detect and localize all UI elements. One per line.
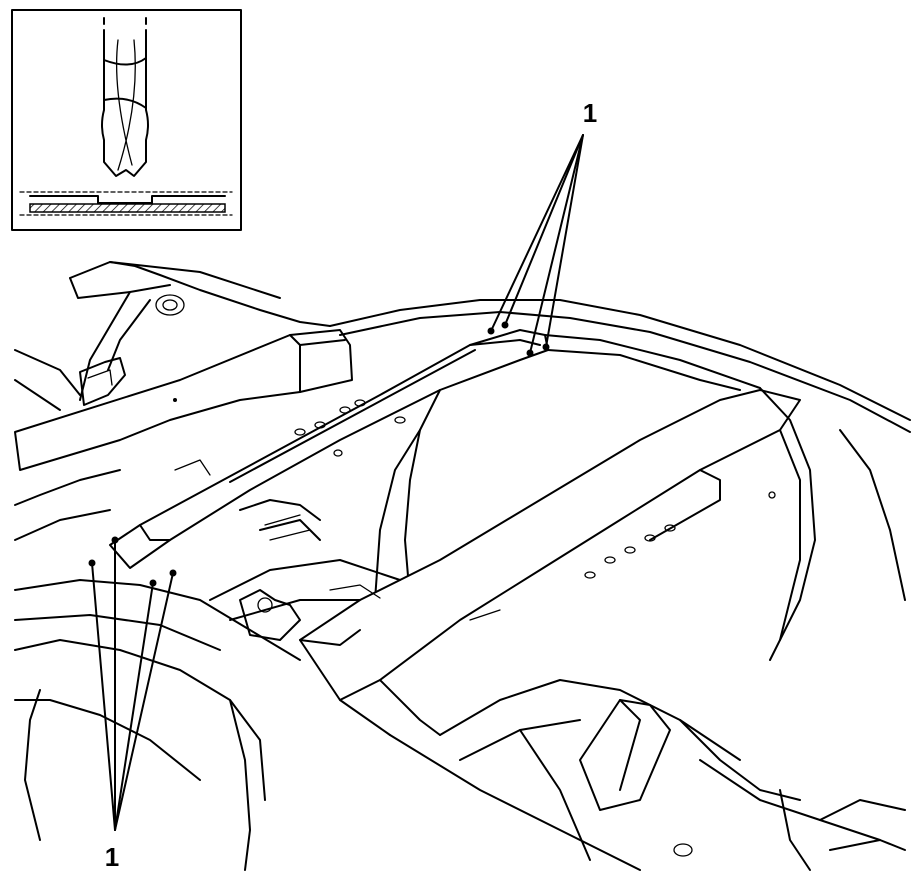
callout-label-top: 1 — [583, 98, 597, 128]
inset-panel — [11, 9, 242, 231]
inset-frame — [11, 9, 242, 231]
leader-lines — [91, 134, 584, 831]
vehicle-body-outline — [14, 261, 911, 871]
panel-section-icon — [19, 191, 233, 216]
callout-label-bottom: 1 — [105, 842, 119, 872]
drill-bit-icon — [101, 17, 149, 177]
